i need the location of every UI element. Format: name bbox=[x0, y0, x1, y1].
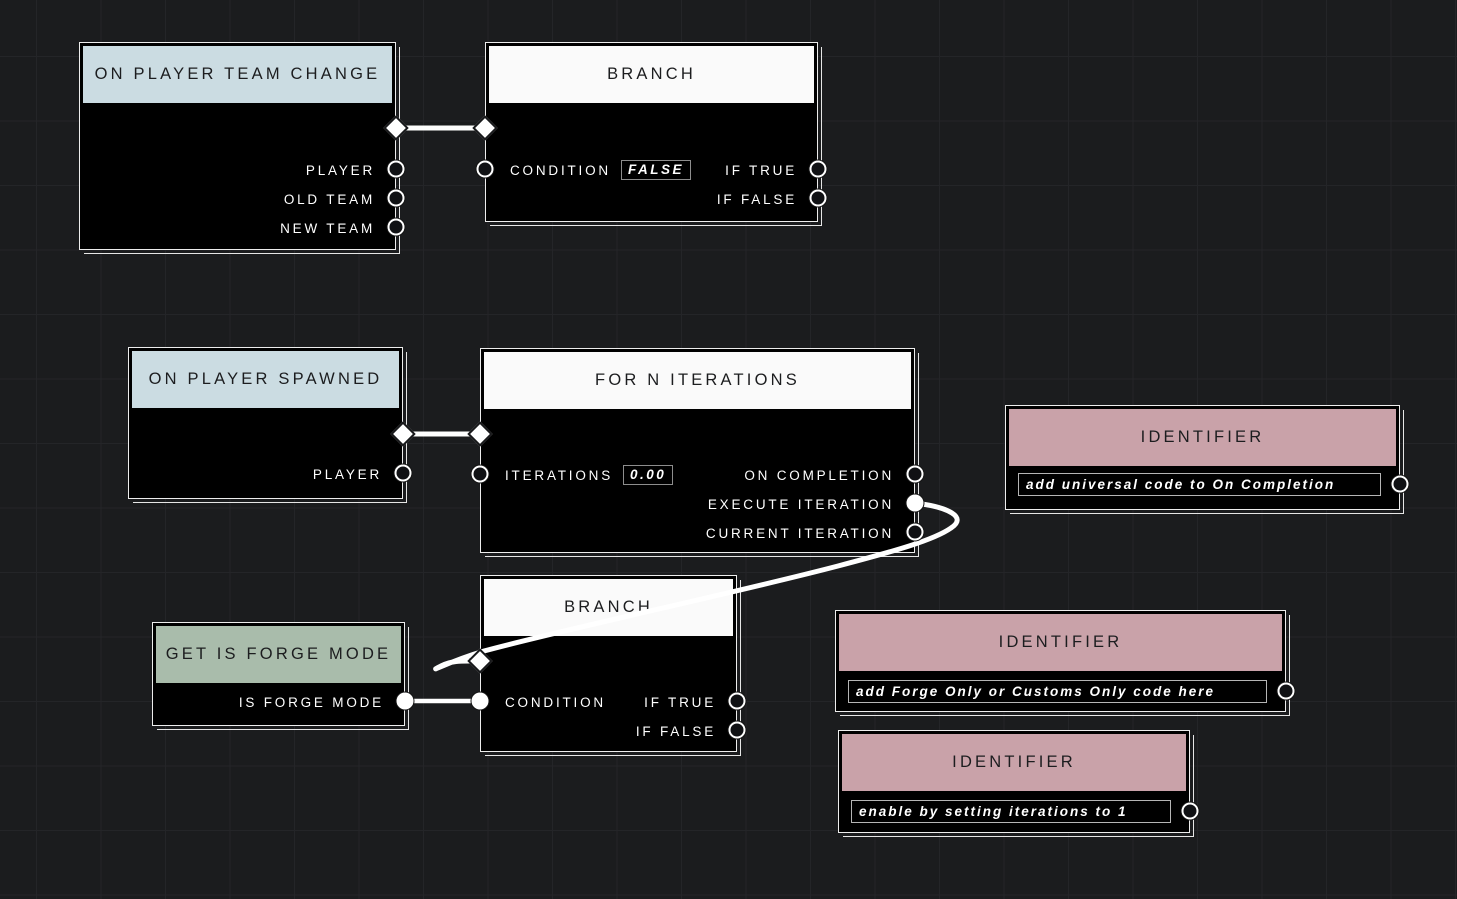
node-get-is-forge-mode[interactable]: GET IS FORGE MODE IS FORGE MODE bbox=[152, 622, 409, 730]
pin-on-player-team-change-player-out[interactable] bbox=[387, 160, 405, 178]
node-title: ON PLAYER SPAWNED bbox=[148, 370, 383, 388]
node-header[interactable]: FOR N ITERATIONS bbox=[484, 352, 911, 409]
pin-label-condition: CONDITION bbox=[505, 694, 606, 710]
node-title: IDENTIFIER bbox=[952, 753, 1076, 771]
node-title: GET IS FORGE MODE bbox=[165, 645, 392, 663]
node-row: EXECUTE ITERATION bbox=[481, 493, 914, 515]
node-branch-2[interactable]: BRANCH CONDITION IF TRUE IF FALSE bbox=[480, 575, 741, 756]
value-input-condition[interactable]: FALSE bbox=[620, 160, 691, 180]
node-row: IF FALSE bbox=[486, 188, 817, 210]
pin-label-execute-iteration: EXECUTE ITERATION bbox=[707, 496, 894, 512]
identifier-text-input[interactable]: enable by setting iterations to 1 bbox=[851, 800, 1171, 823]
pin-branch-1-if-true-out[interactable] bbox=[809, 160, 827, 178]
pin-on-player-spawned-player-out[interactable] bbox=[394, 464, 412, 482]
node-row: CURRENT ITERATION bbox=[481, 522, 914, 544]
node-header[interactable]: ON PLAYER SPAWNED bbox=[132, 351, 399, 408]
node-identifier-1[interactable]: IDENTIFIER add universal code to On Compl… bbox=[1005, 405, 1404, 514]
pin-label-on-completion: ON COMPLETION bbox=[744, 467, 894, 483]
node-title: FOR N ITERATIONS bbox=[595, 371, 800, 389]
node-row: ITERATIONS 0.00 ON COMPLETION bbox=[481, 464, 914, 486]
pin-for-n-iterations-execute-iteration-out[interactable] bbox=[906, 494, 924, 512]
node-header[interactable]: IDENTIFIER bbox=[839, 614, 1282, 671]
pin-label-if-false: IF FALSE bbox=[635, 723, 716, 739]
node-branch-1[interactable]: BRANCH CONDITION FALSE IF TRUE IF FALSE bbox=[485, 42, 822, 226]
pin-for-n-iterations-on-completion-out[interactable] bbox=[906, 465, 924, 483]
wire-execute-iteration-to-branch-2-exec[interactable] bbox=[433, 500, 960, 672]
node-title: BRANCH bbox=[607, 65, 696, 83]
pin-label-new-team: NEW TEAM bbox=[280, 220, 375, 236]
node-identifier-3[interactable]: IDENTIFIER enable by setting iterations t… bbox=[838, 730, 1194, 837]
node-row: IF FALSE bbox=[481, 720, 736, 742]
pin-label-if-false: IF FALSE bbox=[716, 191, 797, 207]
node-header[interactable]: IDENTIFIER bbox=[1009, 409, 1396, 466]
node-header[interactable]: BRANCH bbox=[484, 579, 733, 636]
pin-branch-2-condition-in[interactable] bbox=[471, 692, 489, 710]
value-input-iterations[interactable]: 0.00 bbox=[623, 465, 674, 485]
identifier-text-input[interactable]: add universal code to On Completion bbox=[1018, 473, 1381, 496]
pin-label-iterations: ITERATIONS bbox=[505, 467, 614, 483]
node-title: BRANCH bbox=[564, 598, 653, 616]
node-on-player-team-change[interactable]: ON PLAYER TEAM CHANGE PLAYER OLD TEAM NEW T… bbox=[79, 42, 400, 254]
pin-label-condition: CONDITION bbox=[510, 162, 611, 178]
pin-branch-2-if-false-out[interactable] bbox=[728, 721, 746, 739]
node-row: NEW TEAM bbox=[80, 217, 395, 239]
pin-on-player-team-change-old-team-out[interactable] bbox=[387, 189, 405, 207]
node-for-n-iterations[interactable]: FOR N ITERATIONS ITERATIONS 0.00 ON COMPLET… bbox=[480, 348, 919, 557]
pin-get-is-forge-mode-is-forge-mode-out[interactable] bbox=[396, 692, 414, 710]
pin-label-player: PLAYER bbox=[305, 162, 375, 178]
pin-on-player-team-change-new-team-out[interactable] bbox=[387, 218, 405, 236]
pin-label-if-true: IF TRUE bbox=[644, 694, 716, 710]
pin-label-current-iteration: CURRENT ITERATION bbox=[705, 525, 894, 541]
pin-label-player: PLAYER bbox=[312, 466, 382, 482]
node-row: PLAYER bbox=[80, 159, 395, 181]
node-title: IDENTIFIER bbox=[998, 633, 1123, 651]
node-row: OLD TEAM bbox=[80, 188, 395, 210]
node-header[interactable]: BRANCH bbox=[489, 46, 814, 103]
pin-for-n-iterations-iterations-in[interactable] bbox=[471, 465, 489, 483]
node-title: IDENTIFIER bbox=[1140, 428, 1265, 446]
pin-label-old-team: OLD TEAM bbox=[283, 191, 375, 207]
node-row: PLAYER bbox=[129, 463, 402, 485]
node-on-player-spawned[interactable]: ON PLAYER SPAWNED PLAYER bbox=[128, 347, 407, 503]
pin-identifier-3-exec-out[interactable] bbox=[1181, 802, 1199, 820]
pin-identifier-2-exec-out[interactable] bbox=[1277, 682, 1295, 700]
pin-label-if-true: IF TRUE bbox=[725, 162, 797, 178]
node-row: CONDITION IF TRUE bbox=[481, 691, 736, 713]
node-identifier-2[interactable]: IDENTIFIER add Forge Only or Customs Only… bbox=[835, 610, 1290, 716]
node-header[interactable]: GET IS FORGE MODE bbox=[156, 626, 401, 683]
pin-identifier-1-exec-out[interactable] bbox=[1391, 475, 1409, 493]
node-row: IS FORGE MODE bbox=[153, 691, 404, 713]
node-header[interactable]: ON PLAYER TEAM CHANGE bbox=[83, 46, 392, 103]
pin-for-n-iterations-current-iteration-out[interactable] bbox=[906, 523, 924, 541]
pin-branch-1-if-false-out[interactable] bbox=[809, 189, 827, 207]
node-title: ON PLAYER TEAM CHANGE bbox=[94, 65, 381, 83]
identifier-text-input[interactable]: add Forge Only or Customs Only code here bbox=[848, 680, 1267, 703]
pin-branch-2-if-true-out[interactable] bbox=[728, 692, 746, 710]
node-row: CONDITION FALSE IF TRUE bbox=[486, 159, 817, 181]
pin-branch-1-condition-in[interactable] bbox=[476, 160, 494, 178]
pin-label-is-forge-mode: IS FORGE MODE bbox=[238, 694, 384, 710]
node-header[interactable]: IDENTIFIER bbox=[842, 734, 1186, 791]
